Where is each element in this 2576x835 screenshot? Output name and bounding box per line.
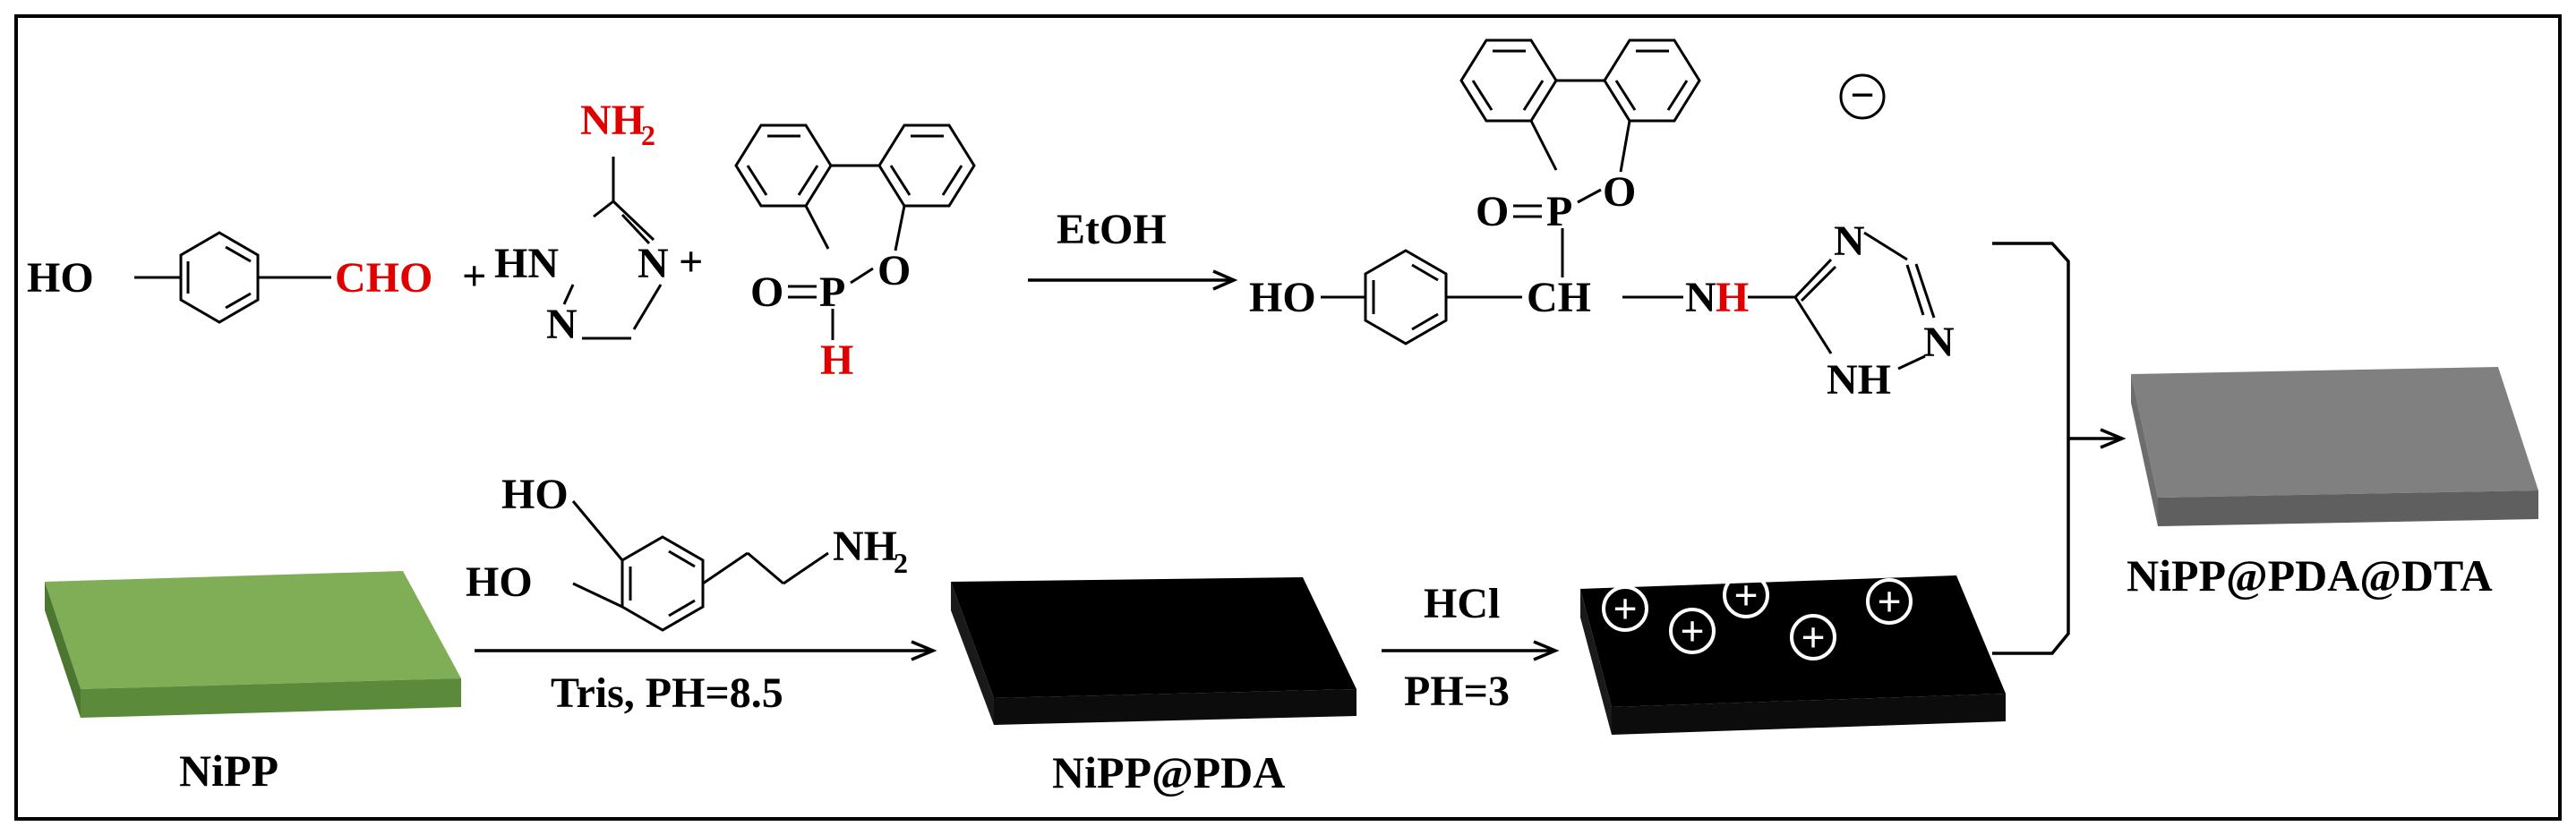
negative-charge-circle: [1839, 73, 1886, 120]
dopamine-amine-label: NH: [833, 523, 897, 570]
amine-subscript: 2: [641, 119, 655, 151]
plus-sign: +: [462, 252, 486, 300]
amine-label: NH: [580, 97, 645, 144]
dopo-h-label: H: [820, 337, 853, 384]
scheme-border: [14, 14, 2562, 821]
dopamine-ho-bottom-label: HO: [466, 558, 533, 606]
positive-charge: +: [1790, 614, 1836, 661]
protonated-front-face: [1612, 694, 2006, 735]
dta-front-face: [2158, 490, 2538, 526]
amine-h-label: H: [1716, 274, 1749, 321]
hcl-label: HCl: [1424, 580, 1500, 627]
ph3-label: PH=3: [1404, 668, 1510, 715]
aminotriazole-molecule: NH 2 HN N N: [494, 97, 669, 348]
nipp-label: NiPP: [179, 746, 278, 796]
amine-n-label: N: [1685, 274, 1716, 321]
dta-side-face: [2131, 374, 2158, 526]
nipp-side-face: [45, 582, 81, 718]
svg-text:+: +: [1877, 578, 1901, 626]
etoh-label: EtOH: [1057, 206, 1167, 253]
pda-front-face: [994, 689, 1356, 725]
protonated-pda-substrate: + + + + +: [1580, 572, 2006, 735]
pda-top-face: [951, 577, 1356, 698]
nipp-pda-substrate: NiPP@PDA: [951, 577, 1356, 797]
product-triazole-n-right-label: N: [1923, 319, 1955, 366]
dopamine-ho-top-label: HO: [501, 471, 569, 518]
reaction-arrow-tris: Tris, PH=8.5: [475, 640, 937, 717]
positive-charge: +: [1669, 608, 1716, 655]
triazole-n-right-label: N: [638, 240, 669, 287]
dopamine-molecule: HO HO NH 2: [466, 471, 908, 632]
dta-product-molecule: O P O − HO CH N H N N NH: [1249, 38, 1955, 404]
nipp-front-face: [81, 678, 461, 718]
plus-sign: +: [679, 238, 703, 285]
nipp-pda-dta-substrate: NiPP@PDA@DTA: [2127, 367, 2538, 601]
converging-bracket-arrow: [1992, 242, 2127, 655]
nipp-substrate: NiPP: [45, 571, 461, 796]
svg-text:+: +: [1613, 585, 1637, 633]
product-o-ring-label: O: [1603, 168, 1636, 216]
product-triazole-nh-label: NH: [1827, 356, 1891, 404]
reaction-arrow-hcl: HCl PH=3: [1382, 580, 1560, 715]
dopo-p-label: P: [819, 268, 845, 316]
dopo-o-ring-label: O: [877, 247, 911, 294]
dopo-o-double-label: O: [750, 268, 783, 316]
ho-label: HO: [27, 254, 94, 302]
product-p-label: P: [1546, 188, 1572, 235]
dta-top-face: [2131, 367, 2538, 498]
triazole-hn-label: HN: [494, 240, 559, 287]
nipp-top-face: [45, 571, 461, 689]
product-o-double-label: O: [1476, 188, 1509, 235]
tris-conditions-label: Tris, PH=8.5: [551, 669, 783, 717]
nipp-pda-dta-label: NiPP@PDA@DTA: [2127, 550, 2493, 601]
positive-charge: +: [1602, 585, 1648, 633]
dopo-molecule: O P O H: [734, 124, 976, 384]
nipp-pda-label: NiPP@PDA: [1052, 747, 1285, 797]
positive-charge: +: [1723, 572, 1769, 619]
product-ho-label: HO: [1249, 274, 1316, 321]
aldehyde-label: CHO: [335, 254, 432, 302]
pda-side-face: [951, 582, 994, 725]
svg-text:+: +: [1733, 572, 1758, 619]
reaction-arrow-etoh: EtOH: [1028, 206, 1238, 291]
protonated-side-face: [1580, 589, 1612, 735]
negative-charge-symbol: −: [1850, 72, 1874, 119]
svg-text:+: +: [1801, 614, 1825, 661]
triazole-n-bottom-label: N: [546, 301, 578, 348]
hydroxybenzaldehyde-molecule: HO CHO: [27, 231, 432, 324]
svg-text:+: +: [1680, 608, 1704, 655]
product-triazole-n-top-label: N: [1834, 217, 1865, 265]
methine-label: CH: [1527, 274, 1591, 321]
dopamine-amine-subscript: 2: [894, 547, 908, 579]
positive-charge: +: [1866, 578, 1913, 626]
